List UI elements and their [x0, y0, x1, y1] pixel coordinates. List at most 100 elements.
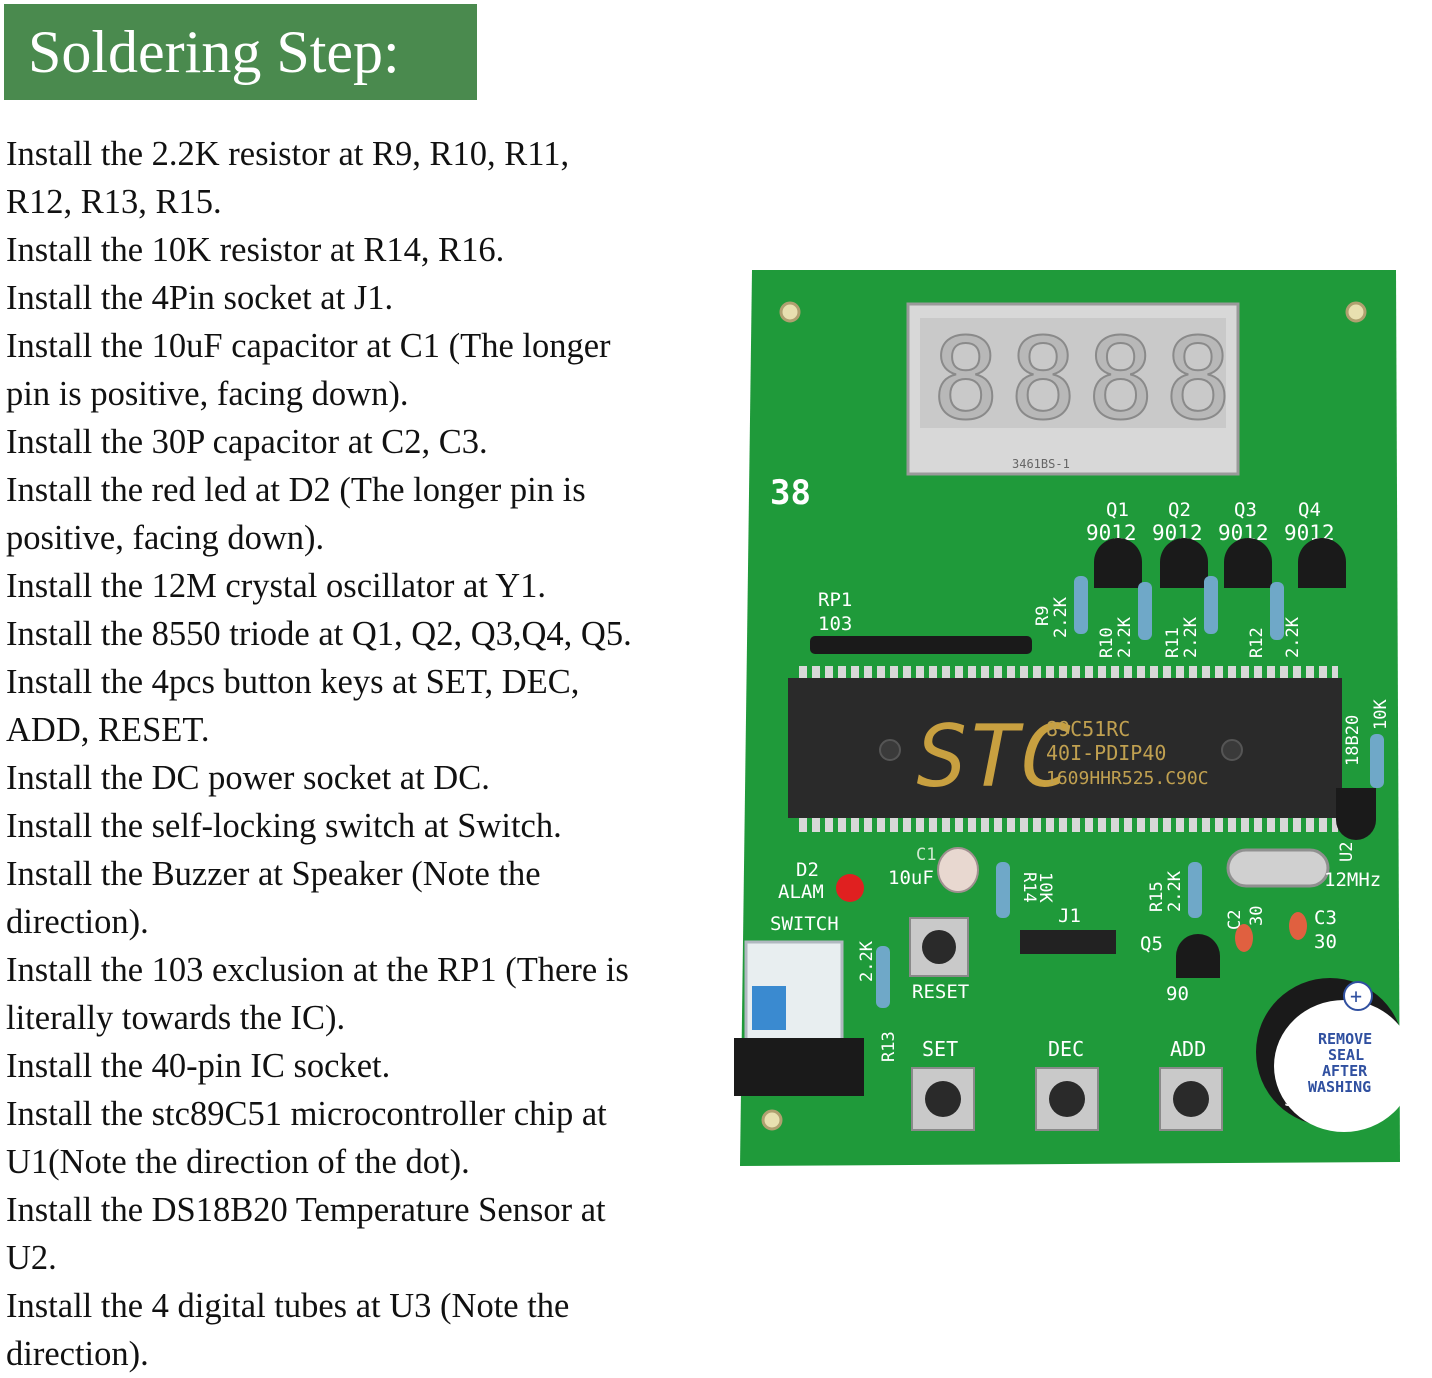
crystal-label: 12MHz	[1324, 869, 1381, 891]
q1-label: Q1	[1106, 499, 1129, 521]
transistor-q3	[1224, 538, 1272, 588]
set-button-cap	[925, 1081, 961, 1117]
seal-text-seal: SEAL	[1328, 1046, 1364, 1064]
board-number: 38	[770, 473, 811, 513]
step-line: literally towards the IC).	[6, 999, 346, 1037]
c1-label: C1	[916, 845, 936, 865]
step-line: direction).	[6, 903, 149, 941]
r11-value: 2.2K	[1181, 616, 1201, 658]
led-d2	[836, 874, 864, 902]
c3-value: 30	[1314, 931, 1337, 953]
capacitor-c1	[937, 847, 979, 893]
chip-package: 40I-PDIP40	[1046, 741, 1166, 765]
add-button-cap	[1173, 1081, 1209, 1117]
resistor-r15	[1188, 862, 1202, 918]
resistor-r10	[1138, 582, 1152, 640]
display-window	[920, 318, 1226, 428]
set-label: SET	[922, 1037, 958, 1061]
chip-batch: 1609HHR525.C90C	[1046, 768, 1209, 789]
step-line: Install the 12M crystal oscillator at Y1…	[6, 567, 547, 605]
chip-brand: STC	[916, 707, 1071, 807]
c2-value: 30	[1247, 906, 1267, 926]
mount-hole	[761, 1109, 783, 1131]
rp1-value: 103	[818, 613, 852, 635]
add-label: ADD	[1170, 1037, 1206, 1061]
transistor-q5	[1176, 934, 1220, 978]
page-title: Soldering Step:	[28, 19, 400, 85]
step-line: R12, R13, R15.	[6, 183, 222, 221]
c3-label: C3	[1314, 907, 1337, 929]
step-line: Install the DS18B20 Temperature Sensor a…	[6, 1191, 606, 1229]
ic-socket-pins-top	[798, 666, 1338, 680]
capacitor-c2	[1235, 924, 1253, 952]
transistor-q4	[1298, 538, 1346, 588]
seal-text-after: AFTER	[1322, 1062, 1368, 1080]
temperature-sensor	[1336, 788, 1376, 840]
step-line: Install the 2.2K resistor at R9, R10, R1…	[6, 135, 570, 173]
step-line: ADD, RESET.	[6, 711, 210, 749]
alarm-label: ALAM	[778, 881, 824, 903]
pin-socket-j1	[1020, 930, 1116, 954]
resistor-network-rp1	[810, 636, 1032, 654]
q5-label: Q5	[1140, 933, 1163, 955]
resistor-r13	[876, 946, 890, 1008]
transistor-q1	[1094, 538, 1142, 588]
mount-hole	[779, 301, 801, 323]
step-line: Install the self-locking switch at Switc…	[6, 807, 562, 845]
plus-icon	[1343, 981, 1373, 1011]
step-line: Install the 30P capacitor at C2, C3.	[6, 423, 488, 461]
r10-label: R10	[1097, 627, 1117, 658]
crystal-oscillator	[1226, 848, 1330, 888]
soldering-steps-list: Install the 2.2K resistor at R9, R10, R1…	[6, 130, 726, 1378]
step-line: U2.	[6, 1239, 57, 1277]
resistor-r16	[1370, 734, 1384, 788]
switch-label: SWITCH	[770, 913, 839, 935]
title-banner: Soldering Step:	[4, 4, 477, 100]
switch-button	[752, 986, 786, 1030]
seal-text-remove: REMOVE	[1318, 1030, 1372, 1048]
u2-label: U2	[1337, 842, 1357, 862]
step-line: Install the 103 exclusion at the RP1 (Th…	[6, 951, 629, 989]
step-line: Install the 10K resistor at R14, R16.	[6, 231, 505, 269]
reset-button-cap	[922, 930, 956, 964]
seal-text-washing: WASHING	[1308, 1078, 1371, 1096]
r15-label: R15	[1147, 881, 1167, 912]
r9-value: 2.2K	[1051, 596, 1071, 638]
step-line: U1(Note the direction of the dot).	[6, 1143, 470, 1181]
r15-value: 2.2K	[1165, 870, 1185, 912]
r10-value: 2.2K	[1115, 616, 1135, 658]
pcb-board-illustration: 8888 3461BS-1 38 Q1 Q2 Q3 Q4 9012 9012 9…	[734, 270, 1414, 1166]
reset-label: RESET	[912, 981, 969, 1003]
display-digits: 8888	[932, 315, 1242, 445]
d2-label: D2	[796, 859, 819, 881]
step-line: Install the 8550 triode at Q1, Q2, Q3,Q4…	[6, 615, 632, 653]
buzzer-seal-sticker	[1274, 1000, 1414, 1132]
transistor-q2	[1160, 538, 1208, 588]
chip-model: 89C51RC	[1046, 717, 1130, 741]
step-line: positive, facing down).	[6, 519, 325, 557]
step-line: direction).	[6, 1335, 149, 1373]
step-line: Install the Buzzer at Speaker (Note the	[6, 855, 541, 893]
r14-label: R14	[1019, 872, 1039, 903]
chip-orientation-dot	[879, 739, 901, 761]
resistor-r11	[1204, 576, 1218, 634]
step-line: pin is positive, facing down).	[6, 375, 409, 413]
polarity-plus: +	[1350, 984, 1362, 1008]
q5-part: 90	[1166, 983, 1189, 1005]
r12-value: 2.2K	[1283, 616, 1303, 658]
r16-value: 10K	[1371, 699, 1391, 730]
r11-label: R11	[1163, 627, 1183, 658]
capacitor-c3	[1289, 912, 1307, 940]
c1-value: 10uF	[888, 867, 934, 889]
pcb-photo: 8888 3461BS-1 38 Q1 Q2 Q3 Q4 9012 9012 9…	[732, 266, 1414, 1176]
sensor-label: 18B20	[1343, 715, 1363, 766]
r9-label: R9	[1033, 606, 1053, 626]
resistor-r12	[1270, 582, 1284, 640]
ic-socket-pins-bottom	[798, 818, 1338, 832]
mount-hole	[1345, 301, 1367, 323]
q2-label: Q2	[1168, 499, 1191, 521]
step-line: Install the 4 digital tubes at U3 (Note …	[6, 1287, 570, 1325]
dec-button-cap	[1049, 1081, 1085, 1117]
q4-label: Q4	[1298, 499, 1321, 521]
resistor-r9	[1074, 576, 1088, 634]
